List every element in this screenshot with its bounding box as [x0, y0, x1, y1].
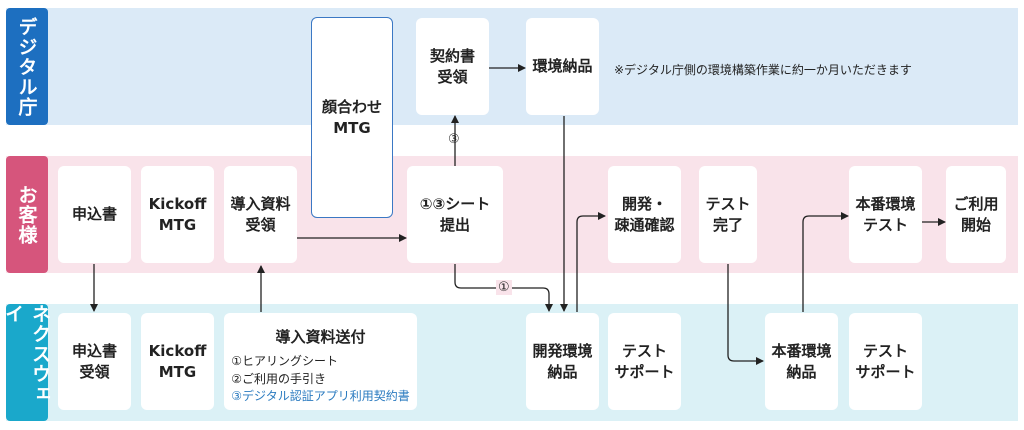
materials-send-title: 導入資料送付: [275, 328, 366, 346]
box-contract-receipt: 契約書 受領: [416, 18, 489, 115]
materials-send-item-highlight: ③デジタル認証アプリ利用契約書: [231, 389, 410, 404]
lane-digital-background: [6, 8, 1018, 125]
box-test-support-2: テスト サポート: [849, 313, 922, 410]
materials-send-item: ①ヒアリングシート: [231, 354, 338, 369]
box-sheet-submit: ①③シート 提出: [407, 166, 503, 263]
box-prod-env-delivery: 本番環境 納品: [765, 313, 838, 410]
lane-label-customer: お客様: [6, 156, 48, 273]
box-env-delivery: 環境納品: [526, 18, 599, 115]
arrow-prod-env-to-prod-test: [802, 212, 849, 312]
box-application: 申込書: [58, 166, 131, 263]
box-application-receipt: 申込書 受領: [58, 313, 131, 410]
materials-send-item: ②ご利用の手引き: [231, 371, 326, 386]
materials-send-list: ①ヒアリングシート ②ご利用の手引き ③デジタル認証アプリ利用契約書: [231, 353, 410, 405]
box-meeting: 顔合わせ MTG: [311, 17, 393, 218]
lane-label-nexway: ネクスウェイ: [2, 304, 51, 421]
arrow-tag-1: ①: [496, 280, 512, 295]
box-test-done: テスト 完了: [699, 166, 757, 263]
arrow-dev-env-to-dev-check: [576, 212, 606, 312]
box-materials-send: 導入資料送付 ①ヒアリングシート ②ご利用の手引き ③デジタル認証アプリ利用契約…: [224, 313, 417, 410]
box-test-support-1: テスト サポート: [608, 313, 681, 410]
box-materials-receipt: 導入資料 受領: [224, 166, 297, 263]
box-start-use: ご利用 開始: [946, 166, 1006, 263]
box-kickoff-customer: Kickoff MTG: [141, 166, 214, 263]
arrow-test-done-to-prod-env: [727, 264, 764, 365]
box-kickoff-nexway: Kickoff MTG: [141, 313, 214, 410]
lane-label-digital: デジタル庁: [6, 8, 48, 125]
box-prod-test: 本番環境 テスト: [849, 166, 922, 263]
arrow-tag-3: ③: [448, 132, 460, 147]
box-dev-env-delivery: 開発環境 納品: [526, 313, 599, 410]
box-dev-check: 開発・ 疎通確認: [608, 166, 681, 263]
note-digital-setup: ※デジタル庁側の環境構築作業に約一か月いただきます: [614, 63, 912, 77]
